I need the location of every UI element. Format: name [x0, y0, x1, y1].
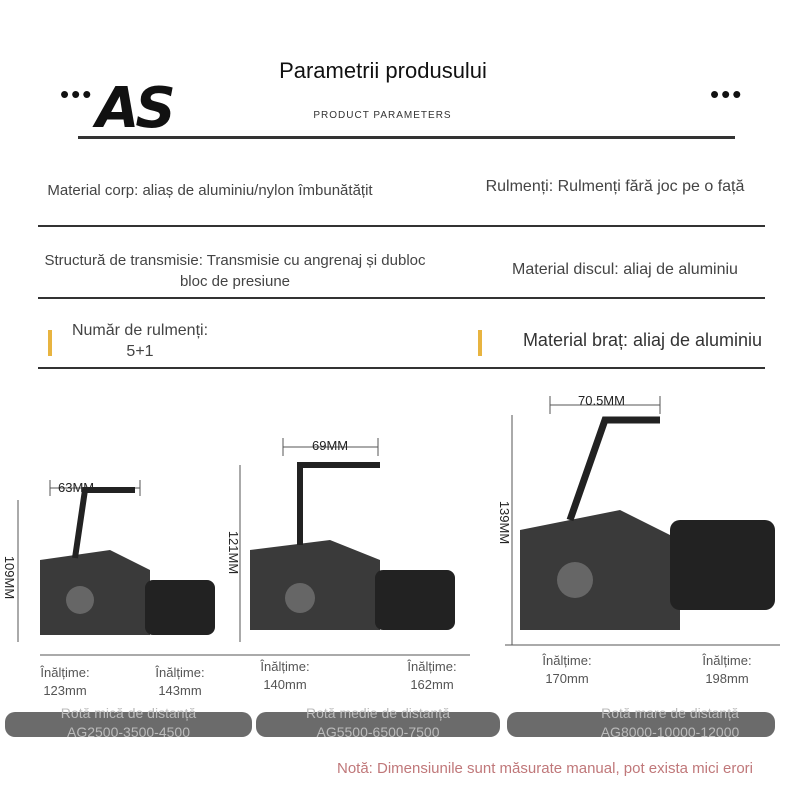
reel-small-width: 63MM	[58, 480, 95, 495]
height-value: 143mm	[158, 683, 202, 698]
row-divider	[38, 297, 765, 299]
reel-medium	[250, 462, 455, 630]
height-label: Înălțime:	[407, 659, 457, 674]
param-bearings: Rulmenți: Rulmenți fără joc pe o față	[485, 178, 745, 195]
reel-medium-height: 121MM	[226, 530, 242, 575]
height-label: Înălțime:	[40, 665, 90, 680]
height-value: 198mm	[705, 671, 749, 686]
size-name: Rotă mare de distanță	[601, 705, 739, 721]
dots-decoration-left: •••	[60, 79, 94, 109]
page-title: Parametrii produsului	[279, 58, 487, 83]
reel-large	[520, 416, 775, 630]
dots-decoration-right: •••	[710, 79, 744, 109]
accent-bar	[478, 330, 482, 356]
reel-large-height: 139MM	[497, 500, 513, 545]
param-body-material: Material corp: aliaș de aluminiu/nylon î…	[47, 182, 373, 199]
row-divider	[38, 367, 765, 369]
accent-bar	[48, 330, 52, 356]
height-value: 170mm	[545, 671, 589, 686]
height-label: Înălțime:	[155, 665, 205, 680]
param-bearing-count: Număr de rulmenți: 5+1	[71, 322, 209, 360]
measurement-note: Notă: Dimensiunile sunt măsurate manual,…	[336, 760, 753, 777]
height-value: 140mm	[263, 677, 307, 692]
param-spool-material: Material discul: aliaj de aluminiu	[512, 261, 738, 278]
reel-small	[40, 487, 215, 635]
page-subtitle: PRODUCT PARAMETERS	[313, 110, 452, 121]
height-label: Înălțime:	[702, 653, 752, 668]
header-divider	[78, 136, 735, 139]
reels-illustration	[17, 396, 780, 656]
size-models: AG8000-10000-12000	[600, 724, 740, 740]
param-arm-material: Material braț: aliaj de aluminiu	[522, 330, 763, 350]
height-value: 162mm	[410, 677, 454, 692]
row-divider	[38, 225, 765, 227]
size-models: AG5500-6500-7500	[316, 724, 440, 740]
height-label: Înălțime:	[542, 653, 592, 668]
reel-small-height: 109MM	[2, 555, 18, 600]
height-value: 123mm	[43, 683, 87, 698]
dimension-lines	[17, 396, 780, 656]
param-transmission: Structură de transmisie: Transmisie cu a…	[44, 252, 426, 290]
reel-medium-width: 69MM	[312, 438, 349, 453]
size-name: Rotă medie de distanță	[306, 705, 450, 721]
brand-logo: AS	[96, 76, 176, 141]
size-pill-large	[507, 712, 775, 737]
size-models: AG2500-3500-4500	[67, 724, 190, 740]
size-pill-medium	[256, 712, 500, 737]
reel-large-width: 70.5MM	[578, 393, 625, 408]
height-label: Înălțime:	[260, 659, 310, 674]
size-name: Rotă mică de distanță	[60, 705, 197, 721]
size-pill-small	[5, 712, 252, 737]
